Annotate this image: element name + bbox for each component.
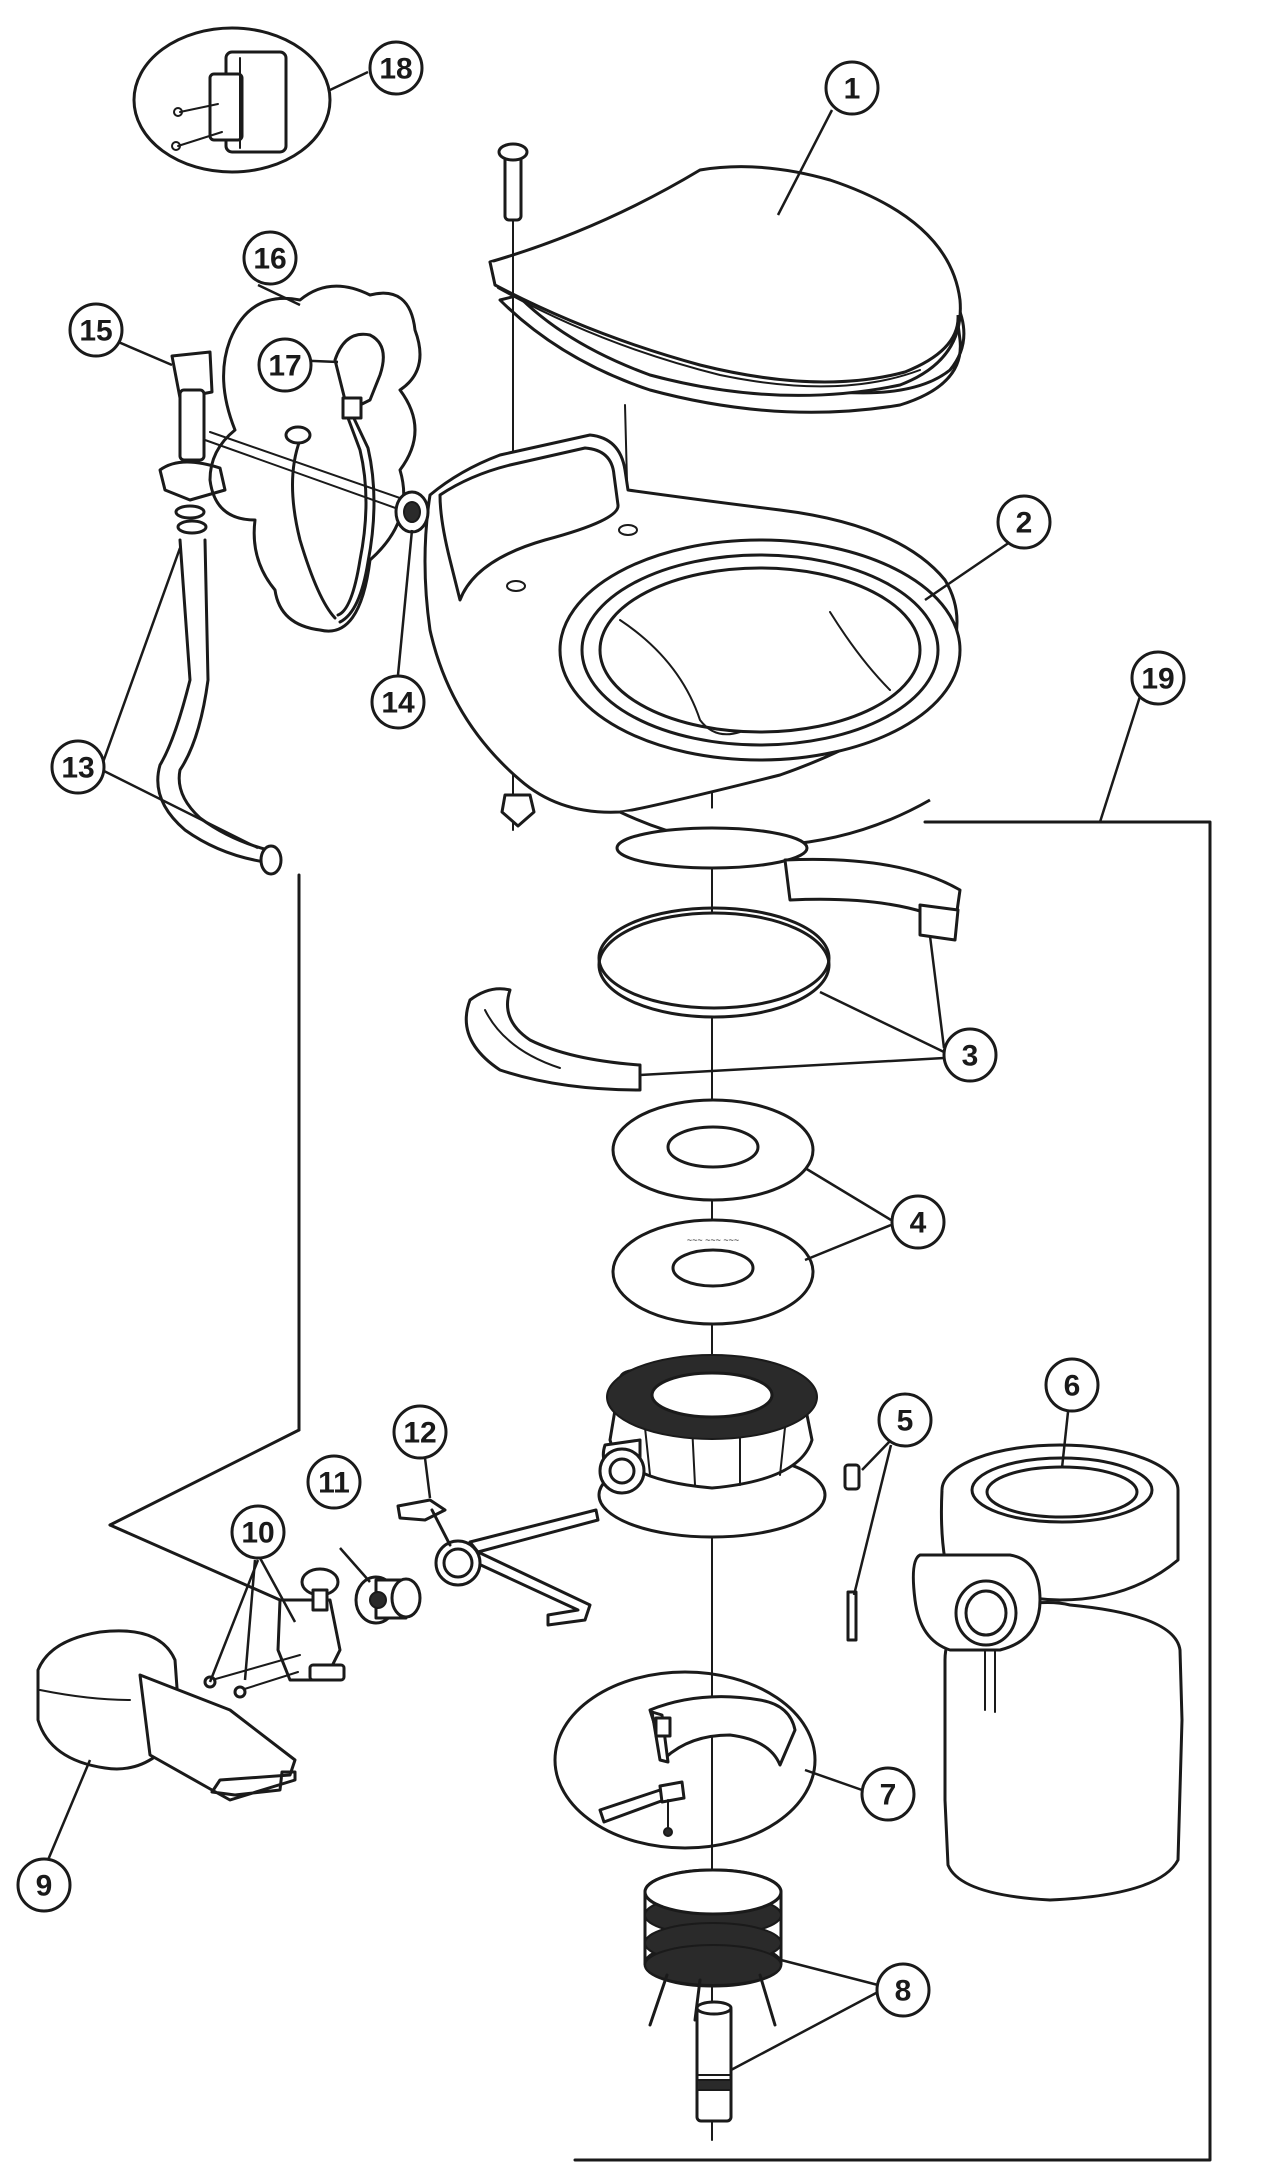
part-6-pump-cover — [911, 1443, 1184, 1902]
svg-text:11: 11 — [318, 1467, 350, 1500]
svg-text:7: 7 — [880, 1779, 897, 1812]
svg-text:18: 18 — [379, 53, 412, 86]
callout-14: 14 — [370, 674, 426, 730]
callout-2: 2 — [996, 494, 1052, 550]
callout-6: 6 — [1044, 1357, 1100, 1413]
callout-18: 18 — [368, 40, 424, 96]
part-18-hinge-bracket — [132, 26, 332, 174]
callout-5: 5 — [877, 1392, 933, 1448]
part-2-bowl — [423, 433, 962, 870]
callout-10: 10 — [230, 1504, 286, 1560]
part-7-impeller-cover — [553, 1670, 817, 1850]
part-9-foot-pedal — [36, 1629, 297, 1802]
svg-text:17: 17 — [268, 350, 301, 383]
callout-19: 19 — [1130, 650, 1186, 706]
callouts: 1 2 3 4 5 6 7 8 9 10 11 12 13 14 15 16 1… — [16, 40, 1186, 2018]
svg-text:5: 5 — [897, 1405, 914, 1438]
svg-text:~~~ ~~~ ~~~: ~~~ ~~~ ~~~ — [687, 1235, 739, 1245]
svg-text:14: 14 — [381, 687, 415, 720]
svg-text:16: 16 — [253, 243, 286, 276]
part-8-seal-stack — [643, 1868, 783, 2123]
svg-text:3: 3 — [962, 1040, 979, 1073]
part-11-fitting — [354, 1575, 422, 1625]
callout-1: 1 — [824, 60, 880, 116]
part-3-clamp-ring — [464, 857, 962, 1092]
svg-text:2: 2 — [1016, 507, 1033, 540]
svg-text:12: 12 — [403, 1417, 436, 1450]
svg-text:10: 10 — [241, 1517, 274, 1550]
svg-text:19: 19 — [1141, 663, 1174, 696]
part-1-seat-lid — [488, 142, 966, 831]
callout-9: 9 — [16, 1857, 72, 1913]
part-15-vacuum-breaker — [158, 350, 421, 520]
part-4-gaskets: ~~~ ~~~ ~~~ — [611, 1098, 815, 1326]
part-17-spray-nozzle — [333, 332, 385, 420]
svg-text:1: 1 — [844, 73, 861, 106]
leader-lines — [46, 70, 1144, 2072]
svg-text:8: 8 — [895, 1975, 912, 2008]
callout-15: 15 — [68, 302, 124, 358]
callout-3: 3 — [942, 1027, 998, 1083]
svg-text:15: 15 — [79, 315, 112, 348]
part-19-kit-bracket — [573, 820, 1212, 2162]
callout-13: 13 — [50, 739, 106, 795]
svg-text:9: 9 — [36, 1870, 53, 1903]
part-12-clamp — [396, 1498, 482, 1587]
part-10-valve — [203, 1567, 346, 1699]
svg-text:13: 13 — [61, 752, 94, 785]
callout-4: 4 — [890, 1194, 946, 1250]
callout-7: 7 — [860, 1766, 916, 1822]
part-16-spray-hose-cloud — [208, 284, 422, 633]
svg-text:6: 6 — [1064, 1370, 1081, 1403]
callout-17: 17 — [257, 337, 313, 393]
callout-8: 8 — [875, 1962, 931, 2018]
part-14-nut — [394, 490, 430, 534]
callout-11: 11 — [306, 1454, 362, 1510]
callout-12: 12 — [392, 1404, 448, 1460]
part-13-hose — [108, 519, 301, 1602]
svg-text:4: 4 — [910, 1207, 927, 1240]
callout-16: 16 — [242, 230, 298, 286]
part-5-pump-base — [468, 1354, 861, 1642]
